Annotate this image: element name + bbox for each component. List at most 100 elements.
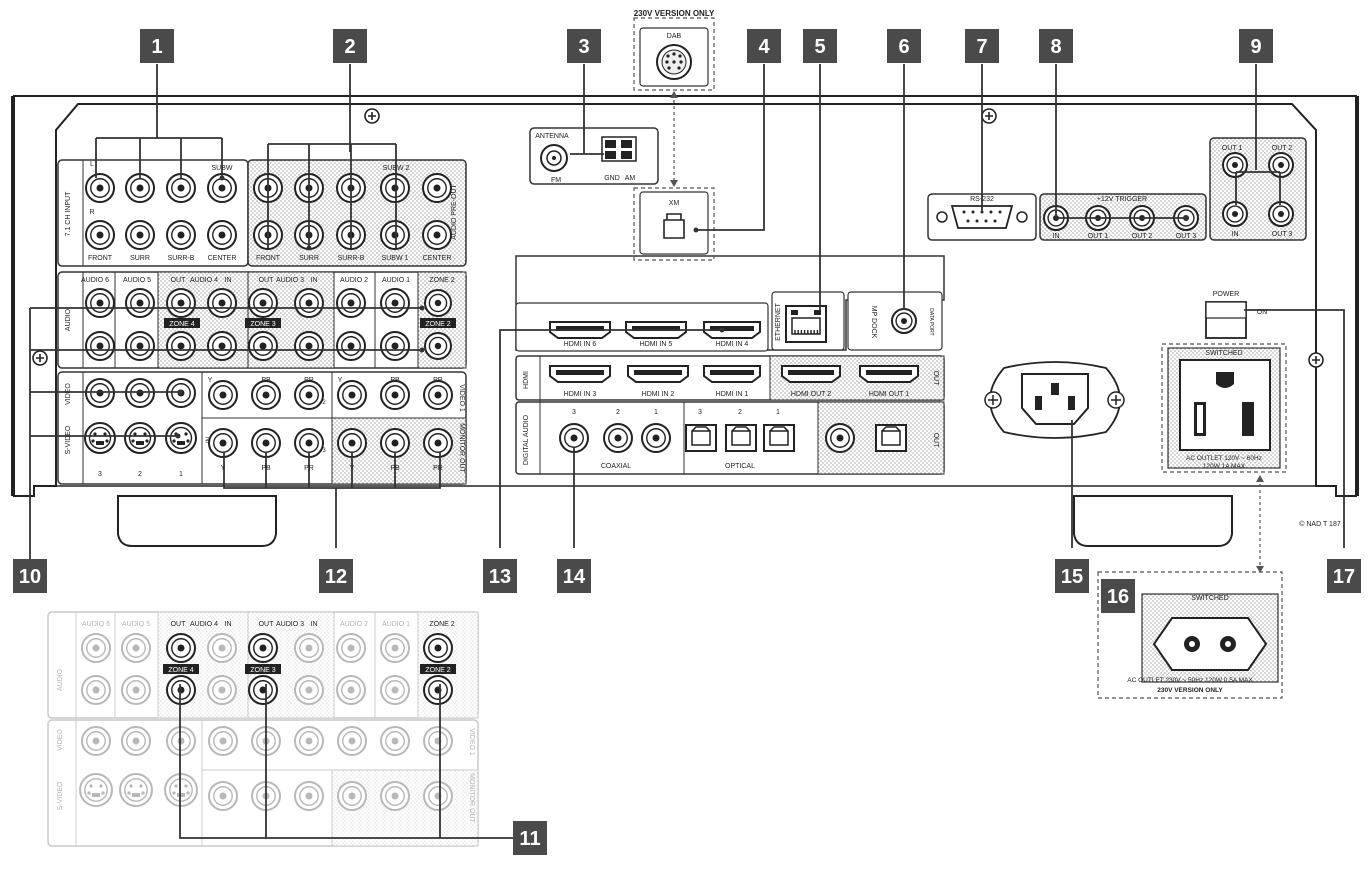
- callout-line-end: [177, 389, 183, 395]
- detail-zone2-jack-r: [423, 675, 453, 705]
- preout-side-label: AUDIO PRE-OUT: [451, 183, 458, 239]
- svideo-pin: [129, 784, 133, 788]
- mp-dock-label: MP DOCK: [870, 306, 877, 339]
- detail-audio6: AUDIO 6: [82, 621, 110, 628]
- callout-6: 6: [887, 29, 921, 63]
- callout-lines: [29, 64, 1345, 839]
- jack-pin: [347, 342, 355, 350]
- callout-6-label: 6: [898, 36, 909, 58]
- preout-channel-label: SURR: [299, 255, 319, 262]
- detail-audio-jack-l: [380, 633, 410, 663]
- svideo-inner: [84, 778, 108, 802]
- callout-15-label: 15: [1061, 566, 1083, 588]
- detail-audio4: AUDIO 4: [190, 621, 218, 628]
- audio-jack-r: [294, 331, 324, 361]
- detail-audio-jack-l: [81, 633, 111, 663]
- component-jack-1: [337, 380, 367, 410]
- jack-pin: [136, 342, 144, 350]
- jack-pin: [177, 644, 185, 652]
- preout-jack-bottom: [253, 220, 283, 250]
- detail-audio-jack-l: [294, 633, 324, 663]
- callout-14: 14: [557, 559, 591, 593]
- jack-pin: [391, 737, 399, 745]
- jack-pin: [305, 792, 313, 800]
- callout-10-label: 10: [19, 566, 41, 588]
- jack-pin: [177, 737, 185, 745]
- outlet-120v: [1161, 343, 1287, 473]
- detail-monitor-jack: [208, 781, 238, 811]
- jack-pin: [347, 644, 355, 652]
- row3-pr-label: PR: [304, 465, 314, 472]
- detail-audio-jack-r: [380, 675, 410, 705]
- callout-line-end: [175, 433, 181, 439]
- svideo-pin: [103, 432, 107, 436]
- coaxial-num-label: 3: [572, 409, 576, 416]
- dab-label: DAB: [667, 33, 682, 40]
- xm-label: XM: [669, 200, 680, 207]
- preout-jack-bottom: [422, 220, 452, 250]
- input71-jack-top: [207, 173, 237, 203]
- audio-jack-l: [166, 288, 196, 318]
- coaxial-jack: [641, 423, 671, 453]
- detail-monitor-jack: [294, 781, 324, 811]
- jack-pin: [305, 737, 313, 745]
- optical-label: OPTICAL: [725, 463, 755, 470]
- jack-pin: [177, 299, 185, 307]
- ir-out2-label: OUT 2: [1272, 145, 1293, 152]
- detail-component-jack: [294, 726, 324, 756]
- jack-pin: [259, 644, 267, 652]
- jack-pin: [219, 439, 227, 447]
- jack-pin: [391, 391, 399, 399]
- svideo-pin: [143, 432, 147, 436]
- detail-svideo-jack: [164, 773, 198, 807]
- detail-audio-side: AUDIO: [57, 668, 64, 691]
- svideo-inner: [88, 426, 112, 450]
- ir-out3-label: OUT 3: [1272, 231, 1293, 238]
- audio4-label: AUDIO 4: [190, 277, 218, 284]
- jack-pin: [96, 342, 104, 350]
- callout-line-end: [419, 347, 425, 353]
- input71-side-label: 7.1 CH INPUT: [65, 191, 72, 236]
- jack-pin: [305, 439, 313, 447]
- audio-jack-r: [380, 331, 410, 361]
- svideo-inner: [169, 778, 193, 802]
- detail-audio-jack-l: [207, 633, 237, 663]
- digital-out-label: OUT: [932, 433, 939, 449]
- hdmi-out2-label: HDMI OUT 2: [791, 391, 831, 398]
- zone4-tag-label: ZONE 4: [169, 321, 194, 328]
- hdmi-out-side-label: OUT: [932, 371, 939, 387]
- jack-pin: [96, 184, 104, 192]
- audio3-out-label: OUT: [259, 277, 275, 284]
- composite-jack: [125, 378, 155, 408]
- callout-8-box: [1039, 29, 1073, 63]
- zone2-tag-box: [420, 318, 456, 328]
- digital-audio-side-label: DIGITAL AUDIO: [523, 414, 530, 465]
- monitor-pr-label: PR: [433, 465, 443, 472]
- jack-pin: [391, 184, 399, 192]
- callout-5: 5: [803, 29, 837, 63]
- ac120-line2: 120W 1A MAX: [1203, 463, 1246, 470]
- detail-zone2: ZONE 2: [429, 621, 454, 628]
- optical-num-label: 2: [738, 409, 742, 416]
- callout-6-box: [887, 29, 921, 63]
- input71-channel-label: FRONT: [88, 255, 113, 262]
- svideo-pin: [89, 784, 93, 788]
- switched-230-label: SWITCHED: [1191, 595, 1228, 602]
- detail-monitor-jack: [423, 781, 453, 811]
- svideo-jack: [84, 422, 116, 454]
- svideo-inner: [124, 778, 148, 802]
- hdmi-out2-port: [781, 365, 841, 383]
- preout-channel-label: SURR-B: [338, 255, 365, 262]
- jack-pin: [177, 686, 185, 694]
- callout-11-label: 11: [519, 828, 540, 850]
- svideo-key: [96, 441, 104, 445]
- component-row3-num: 3: [322, 448, 326, 454]
- chassis: [11, 95, 1359, 497]
- optical-shell: [763, 424, 795, 452]
- jack-pin: [433, 184, 441, 192]
- audio-jack-r: [207, 331, 237, 361]
- jack-pin: [391, 439, 399, 447]
- optical-flap: [731, 426, 751, 446]
